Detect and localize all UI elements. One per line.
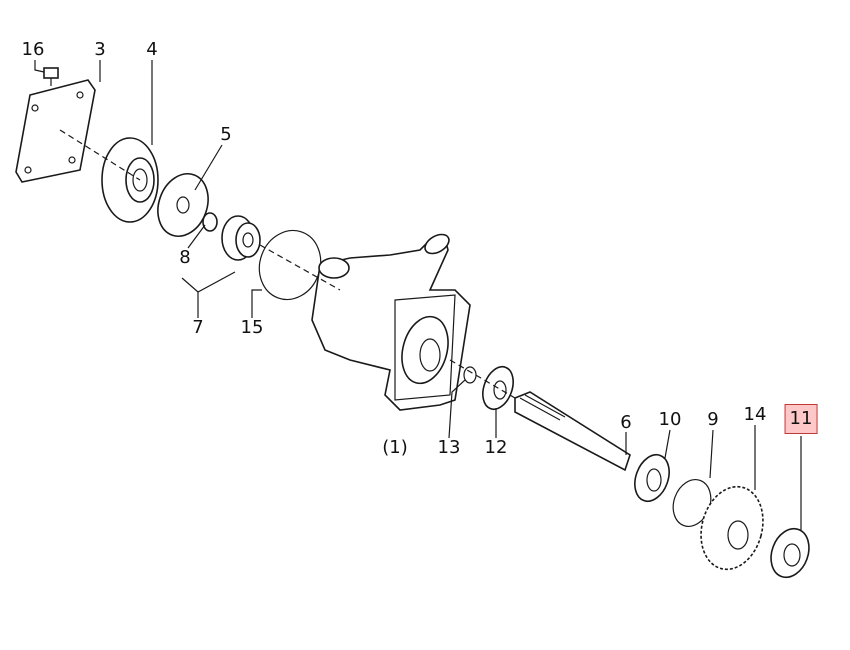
callout-15: 15 xyxy=(240,317,264,338)
callout-12: 12 xyxy=(484,437,508,458)
callout-6: 6 xyxy=(620,412,632,433)
part-wear-plate[interactable] xyxy=(150,167,217,244)
part-screw[interactable] xyxy=(43,67,59,86)
leader-lines xyxy=(34,60,802,530)
part-gear[interactable] xyxy=(692,480,772,577)
callout-8: 8 xyxy=(179,247,191,268)
callout-11-highlighted[interactable]: 11 xyxy=(784,404,818,434)
callout-7: 7 xyxy=(192,317,204,338)
callout-9: 9 xyxy=(707,409,719,430)
callout-4: 4 xyxy=(146,39,158,60)
part-oring-8[interactable] xyxy=(202,212,218,232)
part-bearing-10[interactable] xyxy=(629,450,675,506)
part-cover-plate[interactable] xyxy=(15,79,96,183)
part-snap-ring-13[interactable] xyxy=(463,366,477,384)
part-pump-housing[interactable] xyxy=(311,231,471,411)
part-shaft[interactable] xyxy=(514,391,631,472)
callout-14: 14 xyxy=(743,404,767,425)
part-impeller[interactable] xyxy=(101,137,159,223)
callout-1: (1) xyxy=(382,437,408,458)
callout-5: 5 xyxy=(220,124,232,145)
part-bearing-11[interactable] xyxy=(765,523,816,582)
part-mechanical-seal[interactable] xyxy=(221,215,261,261)
callout-3: 3 xyxy=(94,39,106,60)
callout-16: 16 xyxy=(21,39,45,60)
callout-13: 13 xyxy=(437,437,461,458)
callout-10: 10 xyxy=(658,409,682,430)
